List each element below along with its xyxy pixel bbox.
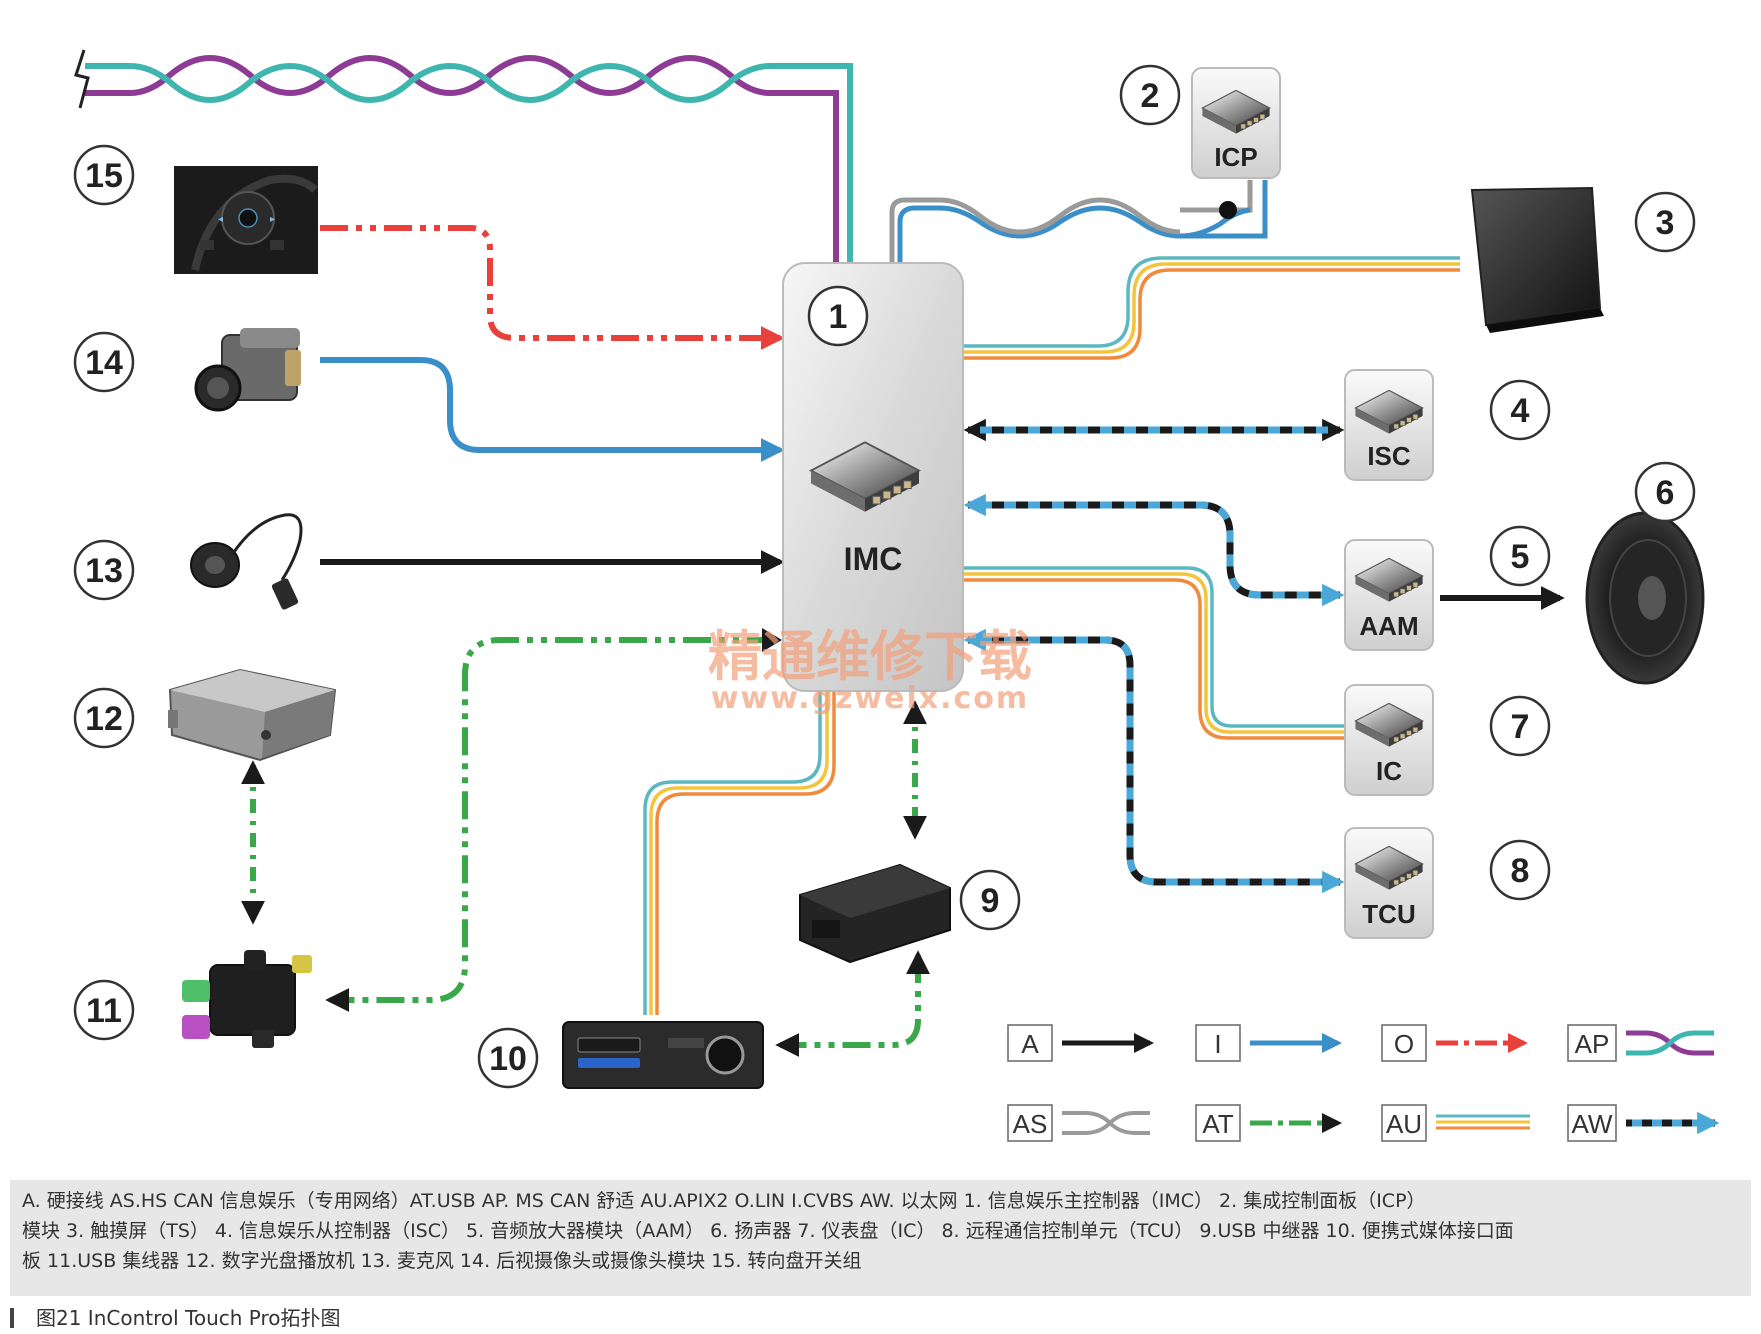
caption-line-1: A. 硬接线 AS.HS CAN 信息娱乐（专用网络）AT.USB AP. MS…	[22, 1190, 1426, 1212]
badge-8: 8	[1489, 839, 1551, 901]
hs-can-twisted-pair	[889, 180, 1268, 265]
speaker-icon[interactable]	[1585, 511, 1705, 685]
legend-ap: AP	[1567, 1024, 1714, 1062]
ms-can-twisted-pair	[85, 54, 853, 265]
usb-imc-arrowhead	[762, 628, 782, 652]
aam-module[interactable]: AAM	[1344, 539, 1434, 651]
cd-player-icon[interactable]	[168, 668, 337, 762]
caption: A. 硬接线 AS.HS CAN 信息娱乐（专用网络）AT.USB AP. MS…	[10, 1180, 1751, 1296]
legend-i: I	[1195, 1024, 1342, 1062]
svg-text:7: 7	[1511, 708, 1530, 746]
badge-11: 11	[73, 979, 135, 1041]
svg-text:8: 8	[1511, 852, 1530, 890]
figure-title: 图21 InControl Touch Pro拓扑图	[10, 1302, 341, 1331]
legend-as: AS	[1007, 1104, 1150, 1142]
icp-module[interactable]: ICP	[1191, 67, 1281, 179]
svg-text:11: 11	[86, 992, 122, 1030]
usb-repeater-media	[775, 950, 930, 1057]
icp-label: ICP	[1214, 142, 1257, 172]
cvbs-connection	[320, 357, 785, 462]
usb-repeater-icon[interactable]	[799, 863, 951, 964]
svg-text:▸: ▸	[270, 214, 275, 225]
ic-module[interactable]: IC	[1344, 684, 1434, 796]
apix-ts-cable	[963, 256, 1460, 360]
badge-15: 15	[73, 144, 135, 206]
number-badges: 1 2 3 4 5 6 7 8 9 10 11 12 13 14 15	[73, 64, 1696, 1089]
caption-line-2: 模块 3. 触摸屏（TS） 4. 信息娱乐从控制器（ISC） 5. 音频放大器模…	[22, 1220, 1514, 1242]
badge-1: 1	[807, 285, 869, 347]
svg-text:13: 13	[85, 552, 123, 590]
camera-icon[interactable]	[194, 328, 301, 412]
ic-label: IC	[1376, 756, 1402, 786]
media-panel-icon[interactable]	[562, 1021, 764, 1089]
svg-text:4: 4	[1511, 392, 1530, 430]
badge-4: 4	[1489, 379, 1551, 441]
svg-text:9: 9	[981, 882, 1000, 920]
legend-at: AT	[1195, 1104, 1342, 1142]
isc-label: ISC	[1367, 441, 1411, 471]
title-bar	[10, 1308, 14, 1328]
svg-text:A: A	[1021, 1029, 1039, 1059]
svg-text:AP: AP	[1575, 1029, 1610, 1059]
svg-text:AS: AS	[1013, 1109, 1048, 1139]
svg-text:O: O	[1394, 1029, 1414, 1059]
legend: A I O AP AS AT	[1007, 1024, 1720, 1142]
badge-10: 10	[477, 1027, 539, 1089]
usb-imc-hub	[325, 637, 775, 1012]
badge-7: 7	[1489, 695, 1551, 757]
microphone-icon[interactable]	[190, 513, 303, 611]
badge-5: 5	[1489, 525, 1551, 587]
badge-12: 12	[73, 687, 135, 749]
svg-text:14: 14	[85, 344, 123, 382]
usb-hub-icon[interactable]	[182, 950, 312, 1048]
svg-text:◂: ◂	[218, 214, 223, 225]
svg-text:5: 5	[1511, 538, 1530, 576]
legend-a: A	[1007, 1024, 1154, 1062]
svg-text:I: I	[1214, 1029, 1221, 1059]
steering-switch-icon[interactable]: ◂ ▸	[174, 166, 318, 274]
badge-2: 2	[1119, 64, 1181, 126]
badge-9: 9	[959, 869, 1021, 931]
touch-screen-icon[interactable]	[1470, 186, 1604, 333]
apix-media-cable	[643, 690, 836, 1015]
legend-o: O	[1381, 1024, 1528, 1062]
imc-label: IMC	[844, 541, 903, 577]
svg-text:AT: AT	[1202, 1109, 1233, 1139]
svg-text:2: 2	[1141, 77, 1160, 115]
caption-line-3: 板 11.USB 集线器 12. 数字光盘播放机 13. 麦克风 14. 后视摄…	[22, 1250, 862, 1272]
tcu-module[interactable]: TCU	[1344, 827, 1434, 939]
svg-text:AU: AU	[1386, 1109, 1422, 1139]
badge-14: 14	[73, 331, 135, 393]
watermark-line2: www.gzweix.com	[711, 681, 1029, 716]
svg-text:15: 15	[85, 157, 123, 195]
lin-connection	[320, 225, 785, 350]
svg-text:1: 1	[829, 298, 848, 336]
break-symbol	[74, 49, 90, 109]
watermark-line1: 精通维修下载	[708, 625, 1032, 688]
svg-text:AW: AW	[1572, 1109, 1613, 1139]
isc-module[interactable]: ISC	[1344, 369, 1434, 481]
watermark: 精通维修下载 www.gzweix.com	[708, 625, 1032, 716]
ethernet-aam	[963, 493, 1345, 607]
aam-label: AAM	[1359, 611, 1418, 641]
figure-title-text: 图21 InControl Touch Pro拓扑图	[36, 1306, 341, 1330]
legend-au: AU	[1381, 1104, 1530, 1142]
svg-text:10: 10	[489, 1040, 527, 1078]
imc-unit[interactable]: IMC	[782, 262, 964, 692]
badge-6: 6	[1634, 461, 1696, 523]
legend-aw: AW	[1567, 1104, 1720, 1142]
svg-text:12: 12	[85, 700, 123, 738]
badge-3: 3	[1634, 191, 1696, 253]
ethernet-tcu	[963, 628, 1345, 894]
svg-text:3: 3	[1656, 204, 1675, 242]
svg-text:6: 6	[1656, 474, 1675, 512]
tcu-label: TCU	[1362, 899, 1415, 929]
badge-13: 13	[73, 539, 135, 601]
